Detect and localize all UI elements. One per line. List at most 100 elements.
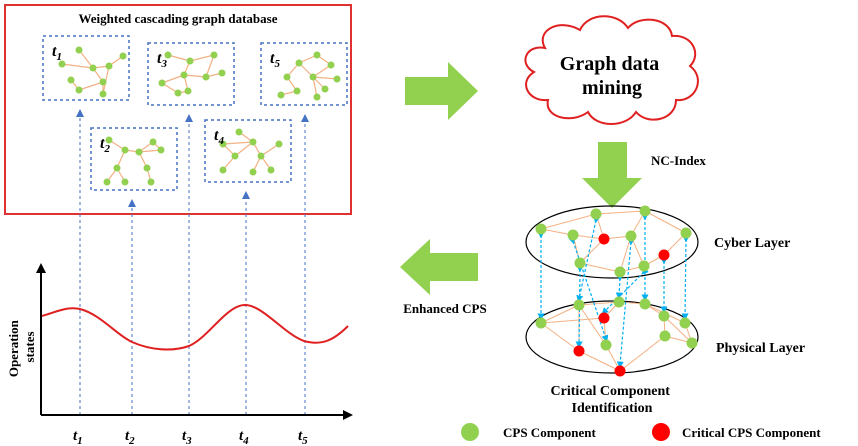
interlayer-link	[568, 236, 609, 343]
cps-node	[535, 317, 547, 329]
database-frame	[4, 4, 352, 215]
y-axis-label-line2: states	[22, 331, 37, 362]
tick-label-2: t2	[125, 428, 135, 446]
cps-node	[625, 230, 637, 242]
tick-label-5-sub: 5	[302, 435, 308, 446]
cyber-edge	[644, 210, 687, 234]
interlayer-link	[681, 235, 690, 321]
graph-node	[164, 51, 172, 59]
graph-node	[99, 78, 107, 86]
cps-node	[679, 317, 691, 329]
graph-node	[180, 71, 188, 79]
snapshot-box	[260, 42, 348, 106]
graph-node	[75, 86, 83, 94]
graph-node	[295, 59, 303, 67]
tick-label-5-letter: t	[298, 428, 303, 444]
snapshot-label-3-sub: 3	[160, 58, 167, 70]
graph-node	[147, 178, 155, 186]
graph-edge	[78, 81, 104, 91]
graph-node	[135, 148, 143, 156]
graph-node	[249, 138, 257, 146]
graph-node	[58, 60, 66, 68]
tick-label-5: t5	[298, 428, 308, 446]
graph-node	[149, 138, 157, 146]
graph-edge	[222, 141, 254, 145]
graph-edge	[102, 65, 110, 95]
tick-label-3: t3	[182, 428, 192, 446]
cps-node	[574, 257, 586, 269]
graph-edge	[234, 141, 254, 157]
graph-edge	[161, 74, 185, 84]
snapshot-label-1-letter: t	[52, 43, 57, 60]
graph-node	[219, 166, 227, 174]
critical-identification-line1: Critical Component	[551, 384, 671, 399]
tick-label-1-letter: t	[73, 428, 78, 444]
cps-node	[535, 223, 547, 235]
graph-node	[103, 178, 111, 186]
cps-node	[613, 296, 625, 308]
graph-node	[157, 146, 165, 154]
graph-edge	[312, 76, 338, 80]
graph-node	[219, 140, 227, 148]
snapshot-box	[90, 127, 178, 191]
cps-node	[567, 229, 579, 241]
snapshot-1: t1	[42, 35, 130, 101]
database-title: Weighted cascading graph database	[79, 11, 278, 26]
y-axis-label-line1: Operation	[6, 319, 21, 377]
graph-node	[275, 140, 283, 148]
cps-node	[573, 299, 585, 311]
cps-node	[639, 205, 651, 217]
graph-node	[119, 52, 127, 60]
cps-node	[614, 266, 626, 278]
snapshot-label-3-letter: t	[157, 50, 162, 67]
snapshot-label-1: t1	[52, 43, 62, 63]
cps-node	[659, 330, 671, 342]
graph-node	[235, 128, 243, 136]
interlayer-link	[616, 238, 635, 369]
graph-node	[267, 166, 275, 174]
snapshot-box	[147, 42, 235, 106]
enhanced-cps-label: Enhanced CPS	[403, 301, 486, 316]
snapshot-label-5: t5	[270, 50, 280, 70]
snapshot-label-2-letter: t	[100, 135, 105, 152]
graph-node	[186, 57, 194, 65]
snapshot-3: t3	[147, 42, 235, 106]
graph-edge	[167, 54, 191, 62]
cps-node	[600, 339, 612, 351]
physical-edge	[578, 350, 621, 372]
cps-node	[680, 227, 692, 239]
snapshot-label-5-letter: t	[270, 50, 275, 67]
graph-node	[333, 75, 341, 83]
legend-critical-marker	[652, 423, 670, 441]
snapshot-label-1-sub: 1	[56, 51, 62, 63]
nc-index-label: NC-Index	[651, 153, 706, 168]
critical-node	[614, 365, 626, 377]
graph-node	[99, 90, 107, 98]
critical-identification-label: Critical Component Identification	[551, 384, 674, 416]
physical-edge	[578, 304, 607, 346]
left-arrow	[400, 239, 478, 295]
graph-node	[293, 87, 301, 95]
physical-edge	[540, 322, 580, 352]
graph-node	[89, 64, 97, 72]
legend-critical-label: Critical CPS Component	[682, 425, 821, 440]
critical-node	[598, 233, 610, 245]
tick-label-3-letter: t	[182, 428, 187, 444]
graph-node	[283, 73, 291, 81]
snapshot-label-2: t2	[100, 135, 110, 155]
cyber-edge	[595, 210, 646, 215]
snapshot-box	[42, 35, 130, 101]
graph-node	[277, 91, 285, 99]
graph-node	[321, 85, 329, 93]
interlayer-link	[601, 267, 649, 315]
snapshot-label-4-letter: t	[214, 127, 219, 144]
graph-node	[121, 178, 129, 186]
graph-node	[67, 76, 75, 84]
cps-node	[658, 310, 670, 322]
physical-layer-label: Physical Layer	[716, 341, 805, 356]
snapshot-label-4-sub: 4	[217, 135, 224, 147]
legend-cps-label: CPS Component	[503, 425, 596, 440]
graph-node	[113, 164, 121, 172]
